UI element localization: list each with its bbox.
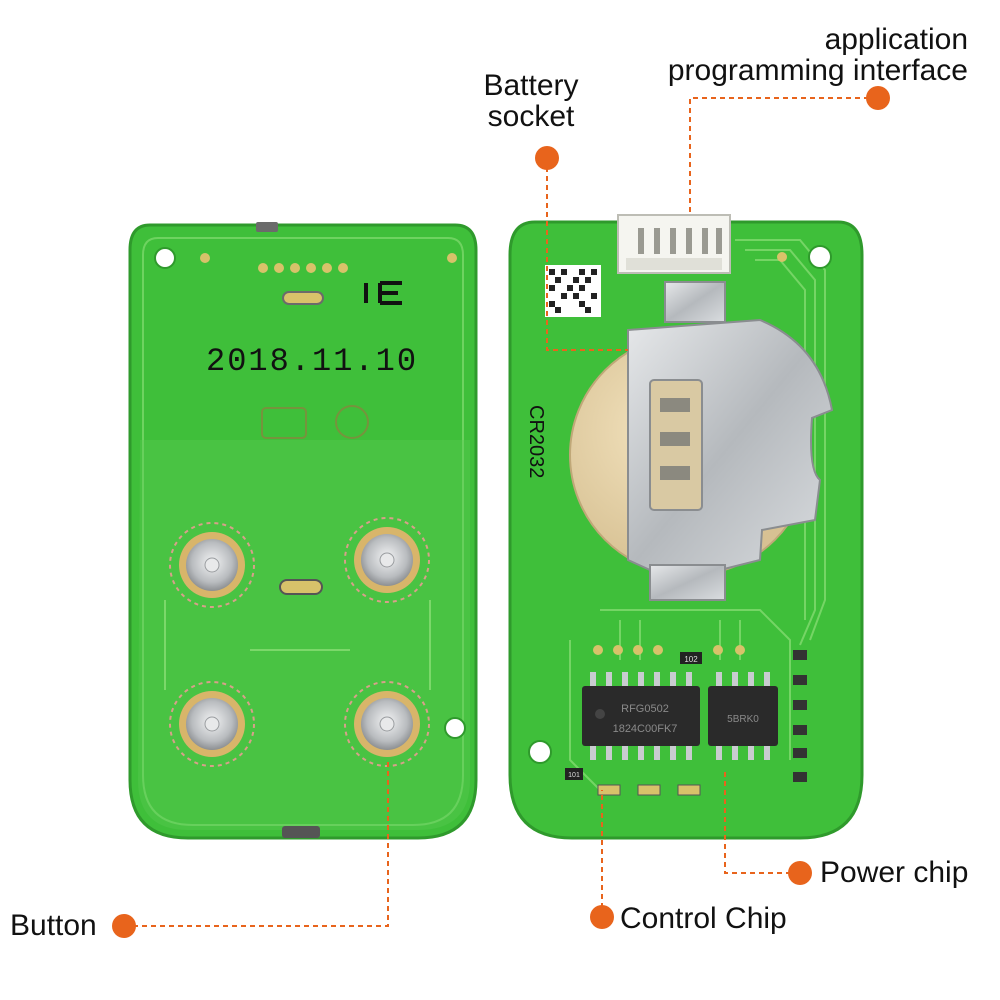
callout-dot-icon: [535, 146, 559, 170]
tact-button-top-left: [169, 522, 255, 608]
callout-dot-icon: [112, 914, 136, 938]
mount-hole-icon: [444, 717, 466, 739]
tact-button-bottom-left: [169, 681, 255, 767]
resistor-marking-text: 102: [684, 655, 698, 664]
api-connector: [617, 214, 731, 274]
mount-hole-icon: [528, 740, 552, 764]
callout-line-api: [689, 97, 878, 215]
board-mark-icon: [364, 281, 402, 305]
pad-row: [258, 263, 348, 273]
control-chip-marking-1: RFG0502: [621, 703, 669, 715]
battery-type-text: CR2032: [525, 405, 547, 478]
mount-hole-icon: [154, 247, 176, 269]
callout-dot-icon: [788, 861, 812, 885]
callout-line-power: [724, 770, 800, 874]
callout-dot-icon: [866, 86, 890, 110]
label-api: application programming interface: [640, 24, 968, 86]
left-pcb-board: 2018.11.10: [128, 222, 478, 840]
label-battery-line2: socket: [487, 100, 575, 133]
label-api-line1: application: [824, 23, 968, 56]
label-api-line2: programming interface: [667, 54, 968, 87]
control-chip: RFG0502 1824C00FK7: [582, 672, 700, 760]
tact-button-top-right: [344, 517, 430, 603]
data-matrix-code: [545, 265, 601, 317]
label-power-chip: Power chip: [820, 856, 969, 889]
mount-hole-icon: [808, 245, 832, 269]
smd-components: 102 101: [565, 645, 807, 796]
callout-dots: [112, 86, 890, 938]
capacitor-marking-text: 101: [568, 772, 580, 779]
pcb-date-text: 2018.11.10: [206, 343, 418, 380]
callout-line-button: [124, 760, 389, 927]
label-button: Button: [10, 909, 97, 942]
right-pcb-board: CR2032 102 101: [508, 214, 864, 840]
callout-lines: [124, 97, 878, 927]
callout-dot-icon: [590, 905, 614, 929]
callout-line-battery: [546, 158, 628, 351]
control-chip-marking-2: 1824C00FK7: [613, 723, 678, 735]
power-chip: 5BRK0: [708, 672, 778, 760]
label-battery-socket: Battery socket: [470, 70, 592, 132]
power-chip-marking: 5BRK0: [727, 714, 759, 725]
label-control-chip: Control Chip: [620, 902, 787, 935]
label-battery-line1: Battery: [483, 69, 579, 102]
battery-socket-clip: [627, 281, 834, 601]
